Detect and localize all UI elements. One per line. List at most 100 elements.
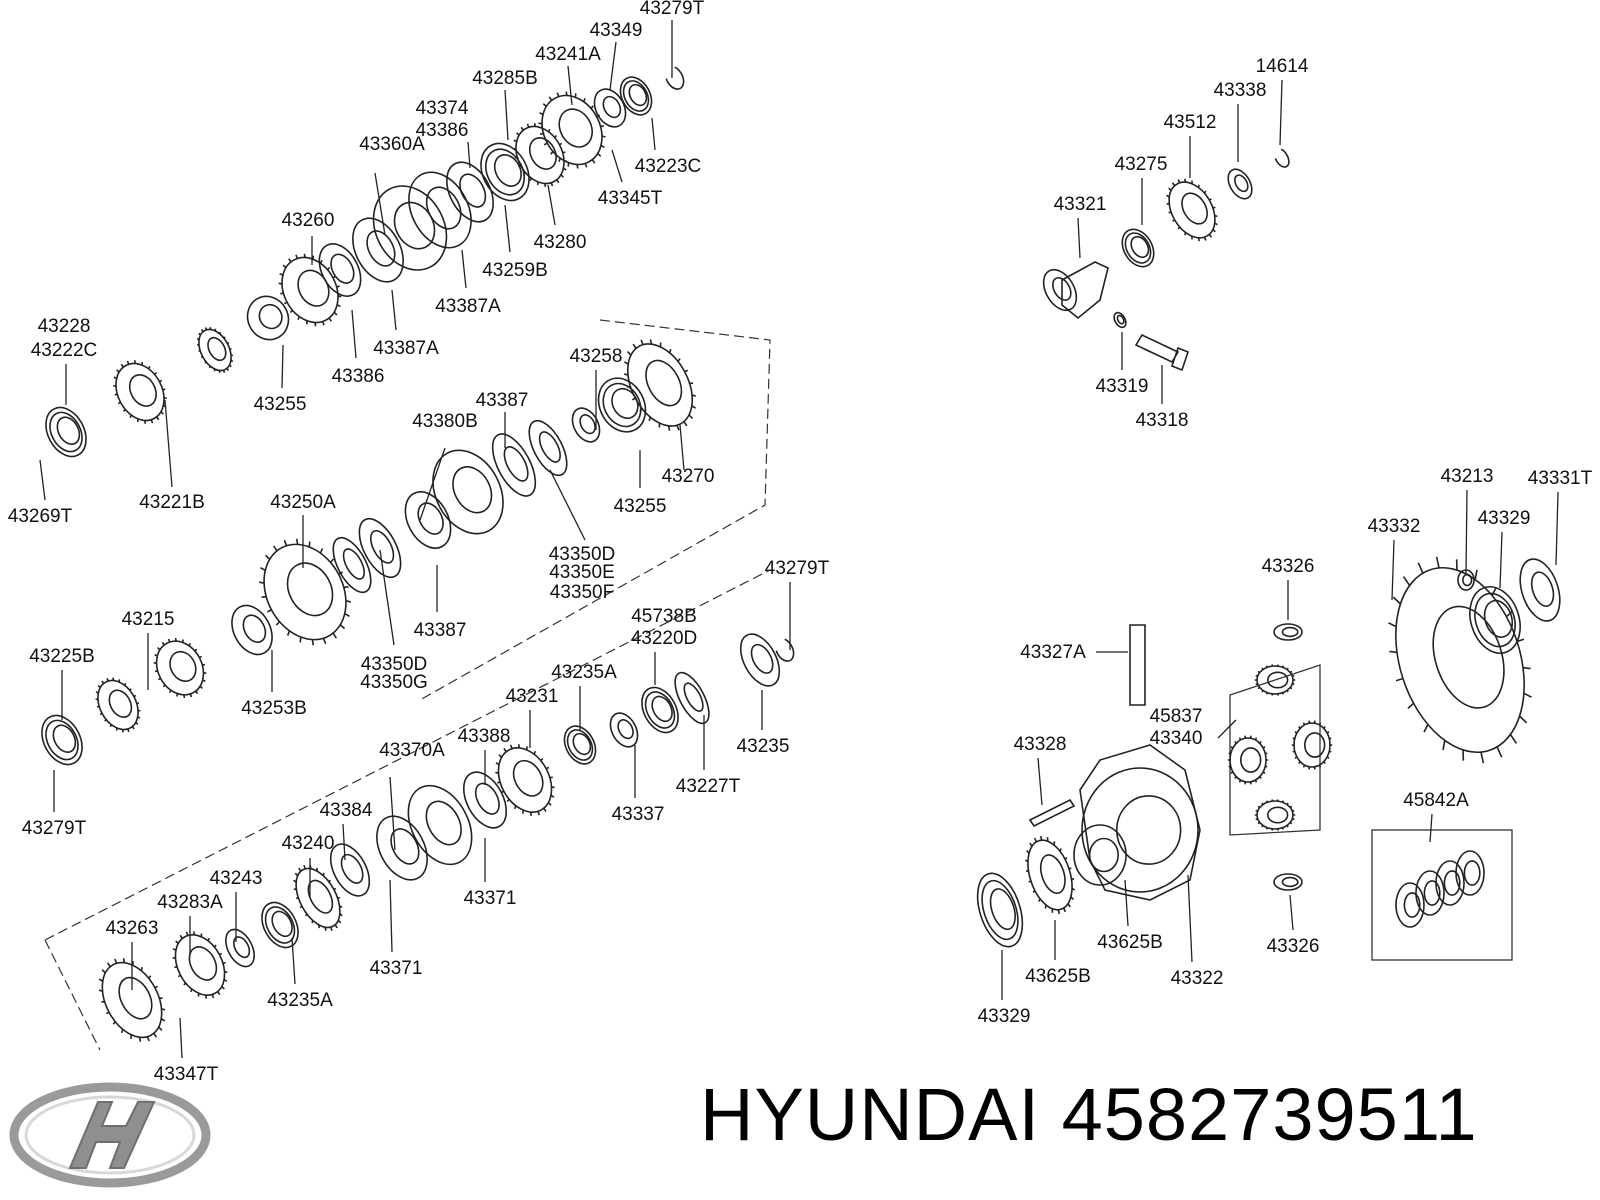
part-number-label: 43322 <box>1171 968 1224 989</box>
part-number-label: 43258 <box>570 346 623 367</box>
leader-line <box>389 776 396 851</box>
ring-part <box>491 433 537 497</box>
leader-line <box>391 289 397 331</box>
leader-line <box>679 424 685 471</box>
part-number-label: 43512 <box>1164 112 1217 133</box>
part-number-label: 43349 <box>590 20 643 41</box>
part-number-label: 43221B <box>139 492 205 513</box>
part-number-label: 43386 <box>332 366 385 387</box>
lock-pin <box>1028 798 1076 828</box>
part-number-label: 43263 <box>106 918 159 939</box>
leader-line <box>1465 489 1468 576</box>
part-number-label: 43338 <box>1214 80 1267 101</box>
page-title: HYUNDAI 4582739511 <box>700 1073 1478 1156</box>
part-number-label: 43275 <box>1115 154 1168 175</box>
clip-part <box>1274 148 1290 168</box>
gear-part <box>95 677 141 733</box>
part-number-label: 43243 <box>210 868 263 889</box>
differential-gears-frame <box>1229 664 1321 836</box>
ring-part <box>1273 873 1303 891</box>
part-number-label: 43625B <box>1097 932 1163 953</box>
leader-line <box>1499 531 1503 589</box>
part-number-label: 43625B <box>1025 966 1091 987</box>
leader-line <box>651 117 656 151</box>
part-number-label: 43213 <box>1441 466 1494 487</box>
part-number-label: 43228 <box>38 316 91 337</box>
ring-part <box>231 604 273 656</box>
bearing-part <box>261 901 299 949</box>
dashed-assembly-outline <box>44 319 771 1051</box>
ring-part <box>1415 870 1445 916</box>
gear-part <box>153 637 207 699</box>
part-number-label: 43350D <box>361 654 428 675</box>
bearing-part <box>1469 586 1521 654</box>
gear-part <box>495 744 555 816</box>
pinion-shaft <box>1129 624 1146 706</box>
part-number-label: 43215 <box>122 609 175 630</box>
bearing-part <box>45 406 87 458</box>
leader-line <box>467 141 471 169</box>
part-number-label: 43321 <box>1054 194 1107 215</box>
leader-line <box>179 1017 183 1059</box>
part-number-label: 43280 <box>534 232 587 253</box>
part-number-label: 43345T <box>598 188 663 209</box>
ring-part <box>358 517 402 579</box>
part-number-label: 43347T <box>154 1064 219 1085</box>
part-number-label: 43386 <box>416 120 469 141</box>
part-number-label: 43220D <box>631 628 698 649</box>
hyundai-logo-icon <box>9 1082 211 1188</box>
part-number-label: 43388 <box>458 726 511 747</box>
part-number-label: 43235 <box>737 736 790 757</box>
leader-line <box>1037 757 1043 806</box>
gear-part <box>1166 178 1218 242</box>
part-number-label: 43329 <box>978 1006 1031 1027</box>
part-number-label: 43331T <box>1528 468 1593 489</box>
part-number-label: 43255 <box>614 496 667 517</box>
leader-line <box>549 469 586 541</box>
part-number-label: 14614 <box>1256 56 1309 77</box>
part-number-label: 43387 <box>476 390 529 411</box>
part-number-label: 43337 <box>612 804 665 825</box>
ring-part <box>408 171 472 249</box>
part-number-label: 43319 <box>1096 376 1149 397</box>
ring-part <box>1042 268 1078 312</box>
ring-part <box>1455 850 1485 896</box>
part-number-label: 43350E <box>549 562 615 583</box>
part-number-label: 45738B <box>631 606 697 627</box>
ring-part <box>1113 311 1127 329</box>
gear-part <box>623 339 697 431</box>
part-number-label: 43380B <box>412 411 478 432</box>
leader-line <box>609 41 617 91</box>
gear-part <box>1291 720 1333 770</box>
part-number-label: 43279T <box>765 558 830 579</box>
bearing-part <box>480 142 530 202</box>
parts-group <box>41 66 1561 1042</box>
leader-line <box>419 447 446 521</box>
leader-line <box>379 549 395 646</box>
part-number-label: 45842A <box>1403 790 1469 811</box>
bearing-part <box>976 872 1024 948</box>
part-number-label: 43371 <box>464 888 517 909</box>
leader-line <box>164 399 173 488</box>
leader-line <box>281 344 284 389</box>
part-number-label: 43326 <box>1262 556 1315 577</box>
part-number-label: 43370A <box>379 740 445 761</box>
bearing-part <box>41 714 83 766</box>
leader-line <box>374 172 386 236</box>
ring-part <box>739 633 781 687</box>
leader-line <box>1555 491 1559 566</box>
leader-line <box>351 309 357 359</box>
gear-part <box>1024 835 1076 915</box>
gear-part <box>293 864 343 932</box>
part-number-label: 43241A <box>535 44 601 65</box>
ring-part <box>571 407 601 443</box>
gear-part <box>538 91 606 169</box>
gear-part <box>278 253 342 327</box>
part-number-label: 43329 <box>1478 508 1531 529</box>
gear-part <box>196 327 234 373</box>
part-number-label: 43259B <box>482 260 548 281</box>
gear-part <box>172 931 228 999</box>
ring-part <box>1395 882 1425 928</box>
ring-part <box>432 449 504 535</box>
